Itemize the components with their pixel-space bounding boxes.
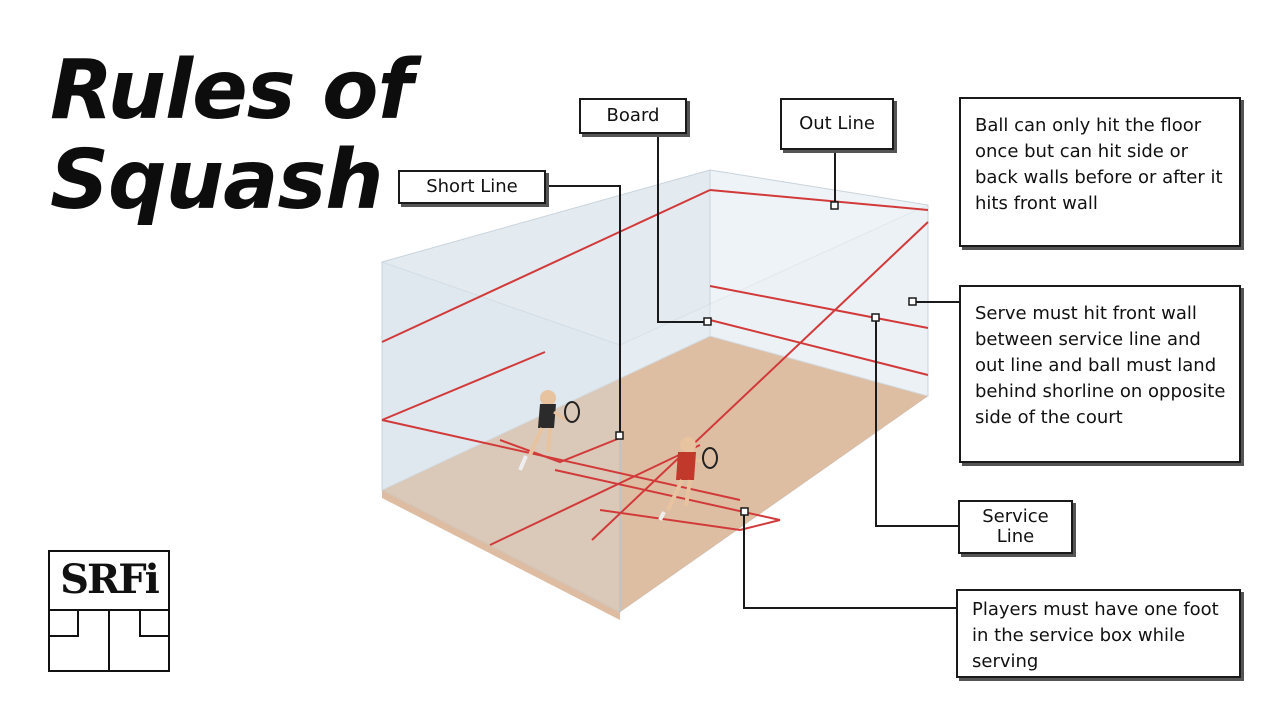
- service-box-right: [599, 509, 781, 532]
- serve-rule-note: Serve must hit front wall between servic…: [959, 285, 1241, 463]
- board-label: Board: [579, 98, 687, 134]
- foot-rule-marker: [740, 507, 749, 516]
- out-line-label: Out Line: [780, 98, 894, 150]
- service-line-label-text-1: Service: [982, 506, 1049, 527]
- court-lines: [381, 189, 929, 546]
- out-line-marker: [830, 201, 839, 210]
- service-line-marker: [871, 313, 880, 322]
- player-left-illustration: [518, 390, 580, 471]
- board-leader: [657, 132, 708, 323]
- short-line-label-text: Short Line: [426, 176, 518, 197]
- title-line-2: Squash: [50, 133, 384, 228]
- short-line-label: Short Line: [398, 170, 546, 204]
- short-line-leader: [546, 185, 621, 436]
- foot-rule-text: Players must have one foot in the servic…: [972, 599, 1219, 672]
- service-line: [709, 285, 929, 329]
- foot-rule-note: Players must have one foot in the servic…: [956, 589, 1241, 678]
- board-label-text: Board: [606, 105, 660, 126]
- leader-lines: [546, 132, 960, 609]
- service-box-left: [499, 437, 621, 464]
- short-line-marker: [615, 431, 624, 440]
- page-title: Rules of Squash: [50, 43, 413, 228]
- service-line-leader: [875, 318, 958, 527]
- srfi-logo-text: SRFi: [60, 556, 160, 603]
- service-line-label-text-2: Line: [996, 526, 1035, 547]
- srfi-logo: SRFi: [48, 550, 170, 672]
- floor-rule-text: Ball can only hit the floor once but can…: [975, 115, 1223, 214]
- out-line-diagonal: [591, 221, 929, 541]
- floor-rule-note: Ball can only hit the floor once but can…: [959, 97, 1241, 247]
- floor-shadow: [382, 490, 620, 620]
- short-line-side: [381, 351, 546, 421]
- serve-rule-marker: [908, 297, 917, 306]
- board-line: [709, 319, 929, 376]
- logo-court-lines: [50, 609, 168, 670]
- out-line-front: [709, 189, 929, 211]
- centre-line: [489, 444, 701, 546]
- board-marker: [703, 317, 712, 326]
- out-line-label-text: Out Line: [799, 113, 875, 134]
- player-right-illustration: [658, 437, 718, 521]
- title-line-1: Rules of: [50, 43, 413, 138]
- leader-endpoints: [615, 201, 917, 516]
- foot-rule-leader: [743, 512, 958, 609]
- out-line-side: [381, 189, 711, 343]
- serve-rule-text: Serve must hit front wall between servic…: [975, 303, 1226, 428]
- service-line-label: Service Line: [958, 500, 1073, 554]
